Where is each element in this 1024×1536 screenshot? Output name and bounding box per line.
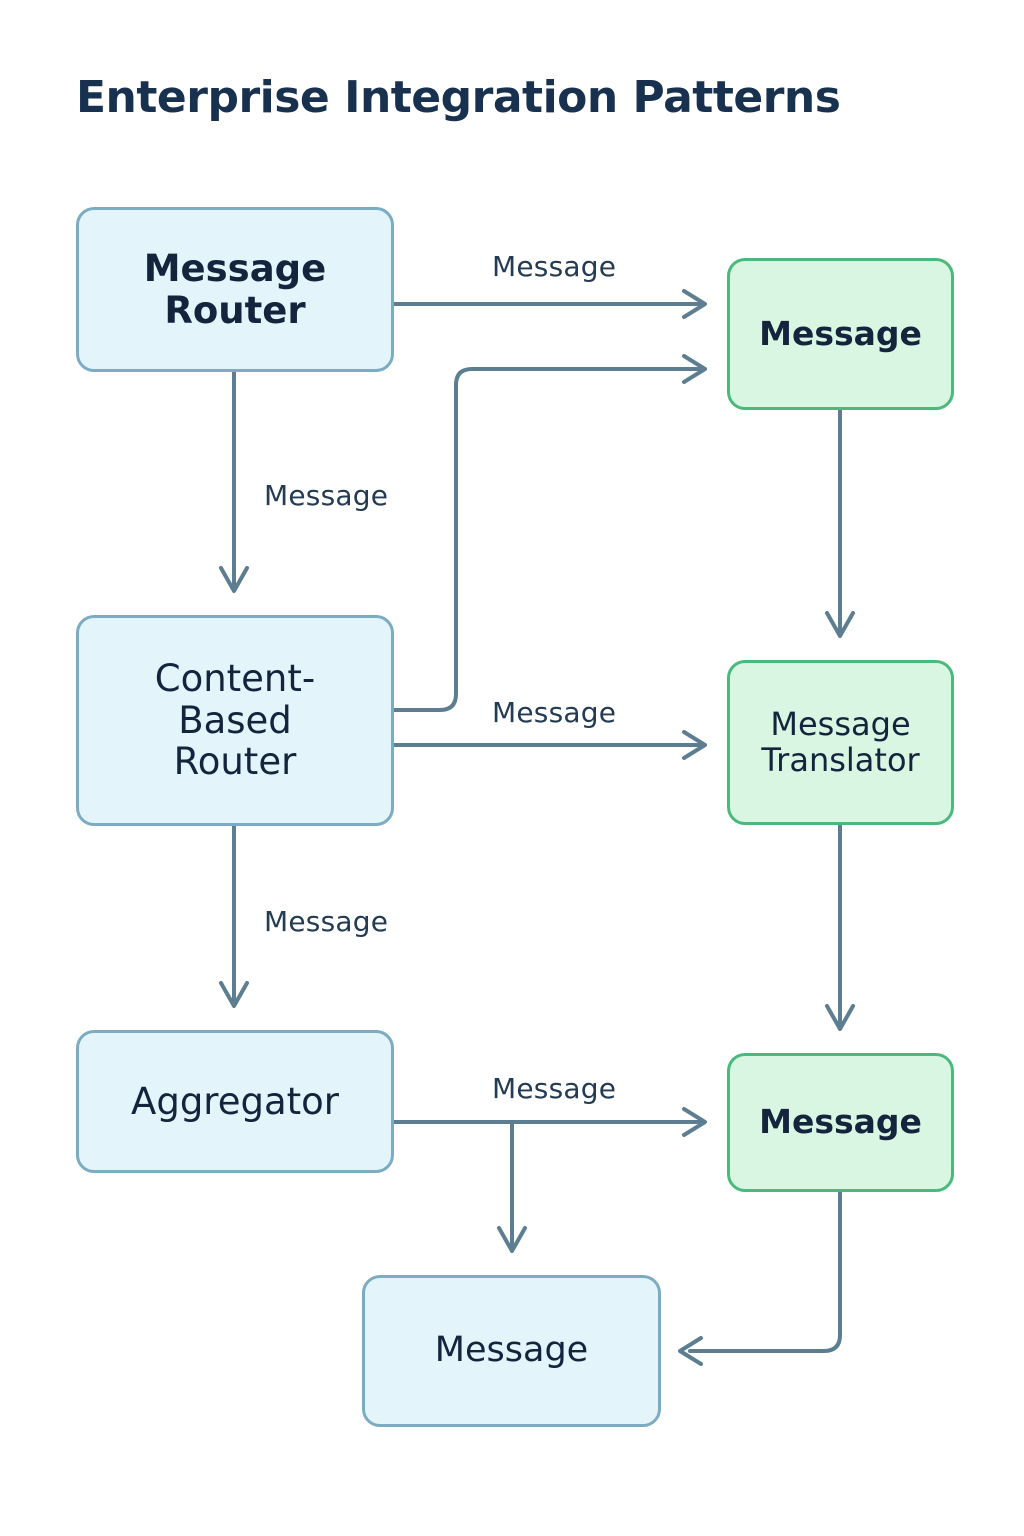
edge-message-to-message-bottom: [688, 1190, 842, 1353]
node-label-line: Message: [143, 247, 327, 291]
arrowhead-aggregator-to-message: [682, 1107, 707, 1137]
arrowhead-message-to-translator: [825, 611, 855, 638]
page-title: Enterprise Integration Patterns: [76, 72, 841, 123]
edge-label-cbr-to-translator: Message: [492, 696, 617, 729]
node-message-bottom-label: Message: [434, 1330, 589, 1371]
node-message-bottom-right-label: Message: [759, 1102, 922, 1142]
arrowhead-router-to-cbr: [219, 566, 249, 593]
arrowhead-cbr-to-translator: [682, 730, 707, 760]
node-label-line: Message: [770, 704, 911, 743]
arrowhead-router-to-message: [682, 289, 707, 319]
arrowhead-cbr-to-aggregator: [219, 981, 249, 1008]
node-message-bottom[interactable]: Message: [362, 1275, 661, 1427]
edge-label-cbr-to-aggregator: Message: [264, 905, 389, 938]
arrowhead-translator-to-message: [825, 1004, 855, 1031]
node-label-line: Translator: [761, 740, 920, 779]
arrowhead-cbr-to-message: [682, 354, 707, 384]
edge-label-aggregator-to-message: Message: [492, 1072, 617, 1105]
edge-cbr-to-message: [392, 367, 702, 712]
node-label-line: Router: [173, 740, 297, 784]
node-message-top-right[interactable]: Message: [727, 258, 954, 410]
edge-label-router-to-message: Message: [492, 250, 617, 283]
node-label-line: Content-: [154, 657, 316, 701]
node-message-top-right-label: Message: [759, 313, 922, 353]
node-aggregator-label: Aggregator: [131, 1079, 339, 1123]
node-message-bottom-right[interactable]: Message: [727, 1053, 954, 1192]
node-aggregator[interactable]: Aggregator: [76, 1030, 394, 1173]
edge-label-router-to-cbr: Message: [264, 479, 389, 512]
arrowhead-message-to-message-bottom: [678, 1336, 703, 1366]
arrowhead-aggregator-to-message-bottom: [497, 1226, 527, 1253]
node-label-line: Router: [164, 288, 306, 332]
node-label-line: Based: [178, 698, 292, 742]
